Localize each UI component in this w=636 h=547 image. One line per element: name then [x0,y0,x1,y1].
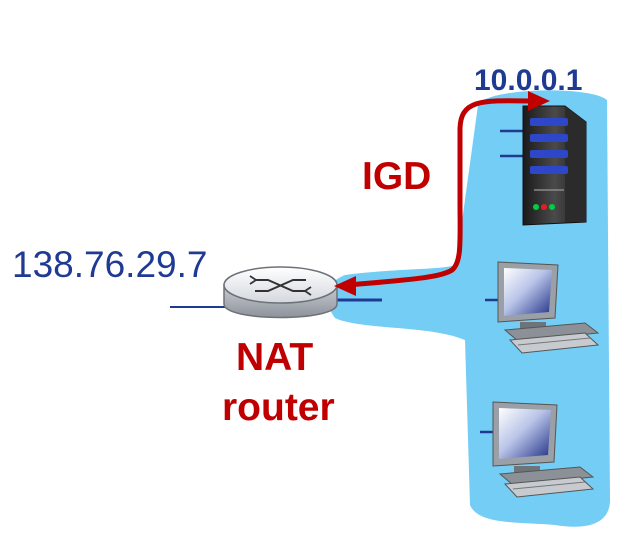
igd-control-path [347,98,531,288]
igd-arrowhead-router [334,276,356,296]
router-icon[interactable] [223,266,338,319]
server-tower-icon[interactable] [500,105,587,226]
router-label-line1: NAT [236,336,313,379]
desktop-computer-icon[interactable] [485,261,600,354]
public-ip-label: 138.76.29.7 [12,244,207,285]
server-ip-label: 10.0.0.1 [474,64,582,97]
igd-arrowhead-server [528,91,550,111]
igd-label: IGD [362,155,431,198]
desktop-computer-icon[interactable] [480,401,595,498]
router-label-line2: router [222,386,335,429]
